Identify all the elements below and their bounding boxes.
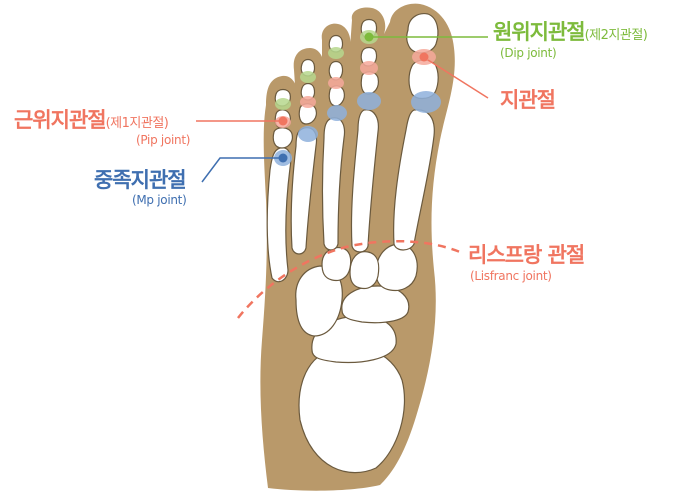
toe-joint-label: 지관절 <box>500 90 555 111</box>
mp-joint-toe1 <box>411 91 441 113</box>
mp-joint-toe4 <box>298 126 318 142</box>
dip-label-paren: (제2지관절) <box>585 28 648 43</box>
dip-marker-dot <box>365 33 374 42</box>
dip-label-eng: (Dip joint) <box>500 47 556 59</box>
pip-label-paren: (제1지관절) <box>106 116 169 131</box>
cuneiform-2 <box>350 252 379 289</box>
pip-label-eng: (Pip joint) <box>136 134 190 146</box>
mp-label-eng: (Mp joint) <box>132 194 186 206</box>
pip-joint-toe2 <box>360 61 378 75</box>
pip-joint-toe3 <box>328 77 344 89</box>
mp-joint-toe3 <box>327 105 347 121</box>
pip-joint-toe4 <box>300 96 316 108</box>
dip-joint-toe4 <box>300 71 316 83</box>
lisfranc-label-eng: (Lisfranc joint) <box>470 270 552 282</box>
big-toe-distal-phalanx <box>407 14 438 53</box>
dip-label-main: 원위지관절 <box>493 20 585 44</box>
pip-label-main: 근위지관절 <box>14 108 106 132</box>
pip-label: 근위지관절(제1지관절) <box>14 110 168 131</box>
dip-label: 원위지관절(제2지관절) <box>493 22 647 43</box>
navicular-bone <box>342 286 409 323</box>
mp-joint-toe2 <box>357 92 381 110</box>
mp-label-main: 중족지관절 <box>94 170 186 191</box>
cuneiform-3 <box>322 248 351 281</box>
dip-joint-toe3 <box>328 47 344 59</box>
toe2-proximal-phalanx <box>361 72 378 94</box>
toe-joint-marker-dot <box>420 53 429 62</box>
lisfranc-label-main: 리스프랑 관절 <box>468 245 584 266</box>
toe5-proximal-phalanx <box>273 128 292 148</box>
dip-joint-toe5 <box>275 98 291 110</box>
